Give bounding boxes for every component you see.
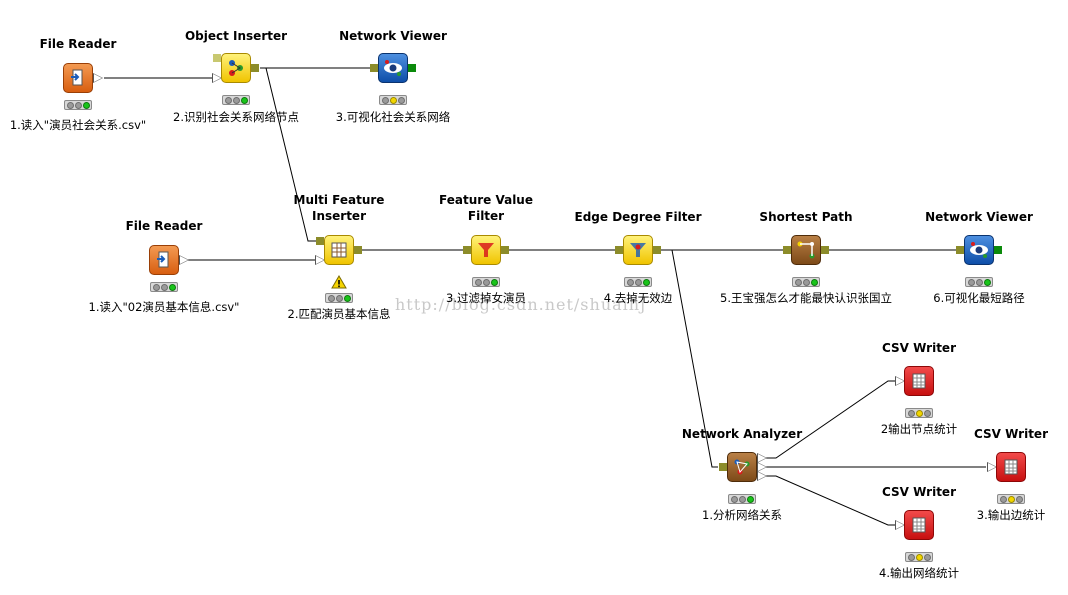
status-lights bbox=[905, 552, 933, 562]
input-port-fill bbox=[213, 74, 221, 82]
status-lights bbox=[728, 494, 756, 504]
csv-writer-icon[interactable] bbox=[904, 366, 934, 396]
output-port[interactable] bbox=[821, 246, 829, 254]
input-port[interactable] bbox=[783, 246, 791, 254]
edge-degree-filter-icon[interactable] bbox=[623, 235, 653, 265]
status-lights bbox=[905, 408, 933, 418]
node-label[interactable]: 6.可视化最短路径 bbox=[933, 291, 1025, 305]
output-port[interactable] bbox=[501, 246, 509, 254]
status-lights bbox=[150, 282, 178, 292]
input-port[interactable] bbox=[956, 246, 964, 254]
input-port[interactable] bbox=[719, 463, 727, 471]
node-label[interactable]: 4.输出网络统计 bbox=[879, 566, 959, 580]
status-lights bbox=[997, 494, 1025, 504]
output-port[interactable] bbox=[251, 64, 259, 72]
node-title: File Reader bbox=[125, 219, 203, 233]
node-title: Feature Value Filter bbox=[439, 193, 533, 223]
file-reader-icon[interactable] bbox=[149, 245, 179, 275]
node-label[interactable]: 2输出节点统计 bbox=[880, 422, 958, 436]
node-title: Multi Feature Inserter bbox=[293, 193, 385, 223]
node-label[interactable]: 3.过滤掉女演员 bbox=[446, 291, 526, 305]
status-lights bbox=[325, 293, 353, 303]
output-port[interactable] bbox=[354, 246, 362, 254]
input-port-fill bbox=[896, 377, 904, 385]
file-reader-icon[interactable] bbox=[63, 63, 93, 93]
output-port-fill bbox=[758, 463, 766, 471]
output-port[interactable] bbox=[994, 246, 1002, 254]
node-title: Network Viewer bbox=[925, 210, 1033, 224]
network-analyzer-icon[interactable] bbox=[727, 452, 757, 482]
status-lights bbox=[624, 277, 652, 287]
input-port[interactable] bbox=[615, 246, 623, 254]
input-port[interactable] bbox=[213, 54, 221, 62]
status-lights bbox=[222, 95, 250, 105]
csv-writer-icon[interactable] bbox=[904, 510, 934, 540]
csv-writer-icon[interactable] bbox=[996, 452, 1026, 482]
node-label[interactable]: 1.分析网络关系 bbox=[702, 508, 782, 522]
node-title: Shortest Path bbox=[759, 210, 853, 224]
output-port-fill bbox=[94, 74, 102, 82]
feature-value-filter-icon[interactable] bbox=[471, 235, 501, 265]
node-label[interactable]: 1.读入"02演员基本信息.csv" bbox=[88, 300, 240, 314]
object-inserter-icon[interactable] bbox=[221, 53, 251, 83]
node-title: CSV Writer bbox=[974, 427, 1048, 441]
input-port-fill bbox=[896, 521, 904, 529]
output-port-fill bbox=[758, 454, 766, 462]
output-port-fill bbox=[758, 472, 766, 480]
node-title: Edge Degree Filter bbox=[574, 210, 702, 224]
node-label[interactable]: 2.匹配演员基本信息 bbox=[287, 307, 391, 321]
output-port-fill bbox=[180, 256, 188, 264]
multi-feature-inserter-icon[interactable] bbox=[324, 235, 354, 265]
shortest-path-icon[interactable] bbox=[791, 235, 821, 265]
node-title: CSV Writer bbox=[882, 485, 956, 499]
network-viewer-icon[interactable] bbox=[964, 235, 994, 265]
status-lights bbox=[792, 277, 820, 287]
node-label[interactable]: 4.去掉无效边 bbox=[603, 291, 673, 305]
input-port-fill bbox=[988, 463, 996, 471]
output-port[interactable] bbox=[408, 64, 416, 72]
status-lights bbox=[472, 277, 500, 287]
watermark-text: http://blog.csdn.net/shuaihj bbox=[395, 295, 647, 314]
node-title: Object Inserter bbox=[184, 29, 288, 43]
edge-network-analyzer-to-csv-writer-3[interactable] bbox=[766, 475, 896, 526]
node-title: CSV Writer bbox=[882, 341, 956, 355]
node-title: Network Viewer bbox=[339, 29, 447, 43]
status-lights bbox=[379, 95, 407, 105]
node-label[interactable]: 3.输出边统计 bbox=[976, 508, 1046, 522]
node-label[interactable]: 3.可视化社会关系网络 bbox=[335, 110, 451, 124]
input-port[interactable] bbox=[370, 64, 378, 72]
node-label[interactable]: 1.读入"演员社会关系.csv" bbox=[9, 118, 147, 132]
edge-object-inserter-to-multi-feature-inserter[interactable] bbox=[260, 67, 316, 242]
input-port-fill bbox=[316, 256, 324, 264]
node-title: Network Analyzer bbox=[681, 427, 803, 441]
status-lights bbox=[64, 100, 92, 110]
output-port[interactable] bbox=[653, 246, 661, 254]
warning-icon[interactable] bbox=[331, 275, 347, 289]
edge-network-analyzer-to-csv-writer-1[interactable] bbox=[766, 380, 896, 459]
node-label[interactable]: 5.王宝强怎么才能最快认识张国立 bbox=[720, 291, 892, 305]
network-viewer-icon[interactable] bbox=[378, 53, 408, 83]
input-port[interactable] bbox=[316, 237, 324, 245]
input-port[interactable] bbox=[463, 246, 471, 254]
node-label[interactable]: 2.识别社会关系网络节点 bbox=[173, 110, 299, 124]
status-lights bbox=[965, 277, 993, 287]
edge-edge-degree-filter-to-network-analyzer[interactable] bbox=[660, 249, 718, 468]
node-title: File Reader bbox=[39, 37, 117, 51]
